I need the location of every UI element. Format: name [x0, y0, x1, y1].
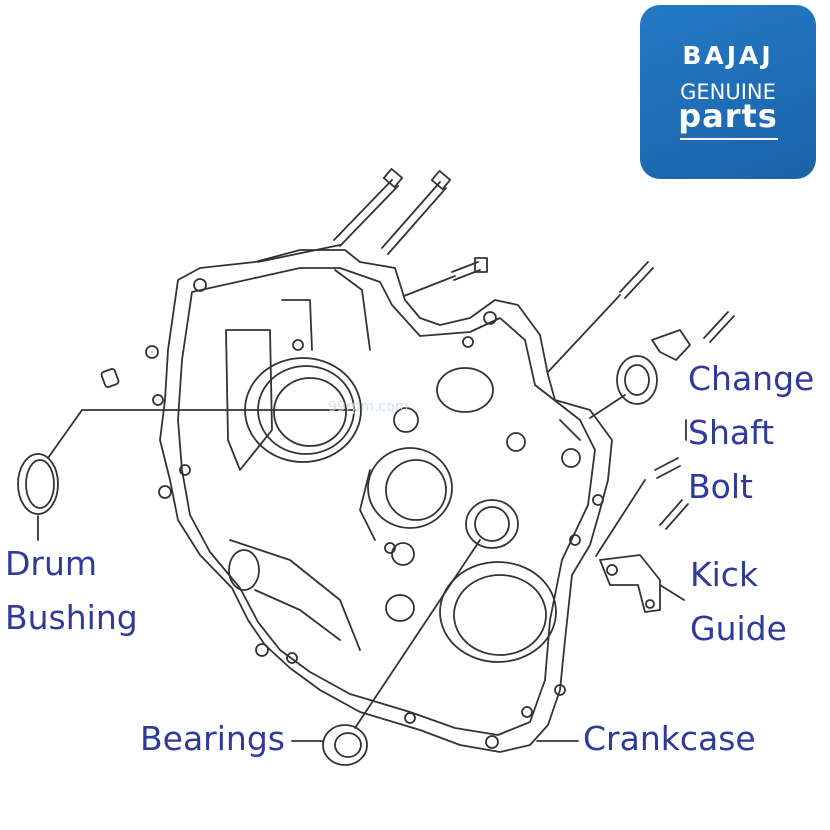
- leader-line: [354, 539, 481, 729]
- label-line: Bearings: [140, 719, 285, 758]
- label-change-shaft-bolt: Change Shaft Bolt: [688, 352, 814, 514]
- label-line: Bolt: [688, 467, 753, 506]
- internal-rib: [225, 329, 273, 471]
- small-bolt-head: [474, 257, 488, 273]
- kick-guide-hole: [645, 599, 655, 609]
- stud-bolt: [659, 499, 689, 530]
- change-shaft-bearing-outer: [616, 355, 658, 405]
- upper-boss: [436, 367, 494, 413]
- long-bolt-head: [382, 168, 404, 188]
- mount-hole: [554, 684, 566, 696]
- label-line: Drum: [5, 544, 98, 583]
- center-bore-outer: [367, 447, 453, 529]
- internal-rib: [559, 419, 581, 441]
- center-bore-inner: [385, 459, 447, 521]
- mount-hole: [179, 464, 191, 476]
- mount-hole: [569, 534, 581, 546]
- mount-hole: [158, 485, 172, 499]
- long-bolt-head: [430, 170, 452, 190]
- leader-line: [589, 394, 626, 419]
- label-line: Kick: [690, 555, 759, 594]
- mount-hole: [145, 345, 159, 359]
- long-bolt: [381, 181, 447, 255]
- mount-hole: [286, 652, 298, 664]
- spring-pin: [619, 261, 654, 299]
- label-line: Shaft: [688, 413, 775, 452]
- mount-hole: [485, 735, 499, 749]
- crank-bore-inner: [453, 574, 547, 656]
- kick-guide-hole: [606, 564, 618, 576]
- crank-bore-outer: [439, 561, 557, 663]
- needle-bearing-outer: [322, 724, 368, 766]
- small-boss: [393, 407, 419, 433]
- mount-hole: [193, 278, 207, 292]
- watermark-text: 99rpm.com: [328, 399, 409, 415]
- internal-rib: [359, 469, 376, 541]
- internal-rib: [254, 589, 341, 641]
- internal-rib: [334, 269, 371, 351]
- drum-bushing-ring-inner: [25, 459, 55, 509]
- dowel-pin: [100, 368, 120, 388]
- bajaj-genuine-parts-logo: BAJAJ GENUINE parts: [640, 5, 816, 179]
- leader-line: [403, 275, 456, 297]
- logo-parts: parts: [678, 97, 778, 135]
- change-shaft-bearing-inner: [624, 364, 650, 396]
- label-kick-guide: Kick Guide: [690, 548, 787, 656]
- crankcase-inner-rim: [177, 267, 596, 736]
- mount-hole: [592, 494, 604, 506]
- logo-brand: BAJAJ: [682, 41, 774, 70]
- internal-rib: [281, 299, 313, 351]
- crankcase-body: [159, 249, 613, 753]
- leader-line: [47, 409, 83, 459]
- leader-line: [257, 244, 341, 263]
- mount-hole: [384, 542, 396, 554]
- small-boss: [228, 549, 260, 591]
- label-drum-bushing: Drum Bushing: [5, 537, 138, 645]
- mount-hole: [404, 712, 416, 724]
- logo-underline: [680, 138, 778, 140]
- long-bolt: [333, 179, 399, 247]
- internal-rib: [229, 539, 361, 651]
- label-bearings: Bearings: [140, 712, 285, 766]
- mount-hole: [483, 311, 497, 325]
- label-line: Guide: [690, 609, 787, 648]
- change-shaft-bolt: [703, 311, 735, 343]
- change-shaft-bracket: [651, 329, 691, 361]
- small-boss: [385, 594, 415, 622]
- mount-hole: [152, 394, 164, 406]
- mount-hole: [521, 706, 533, 718]
- leader-line: [595, 479, 646, 557]
- label-line: Change: [688, 359, 815, 398]
- bushing-seat-inner: [474, 506, 510, 542]
- mount-hole: [462, 336, 474, 348]
- label-crankcase: Crankcase: [583, 712, 756, 766]
- small-boss: [391, 542, 415, 566]
- leader-line: [547, 294, 621, 373]
- small-boss: [561, 448, 581, 468]
- small-boss: [506, 432, 526, 452]
- stud-bolt: [654, 457, 681, 479]
- needle-bearing-inner: [334, 732, 362, 758]
- logo-genuine: GENUINE: [680, 80, 776, 104]
- drum-bushing-ring: [17, 453, 59, 515]
- mount-hole: [292, 339, 304, 351]
- label-line: Bushing: [5, 598, 138, 637]
- mount-hole: [255, 643, 269, 657]
- kick-guide-plate: [599, 554, 661, 613]
- bushing-seat-outer: [465, 499, 519, 549]
- label-line: Crankcase: [583, 719, 756, 758]
- left-bore-inner: [273, 377, 347, 447]
- leader-line: [659, 584, 685, 601]
